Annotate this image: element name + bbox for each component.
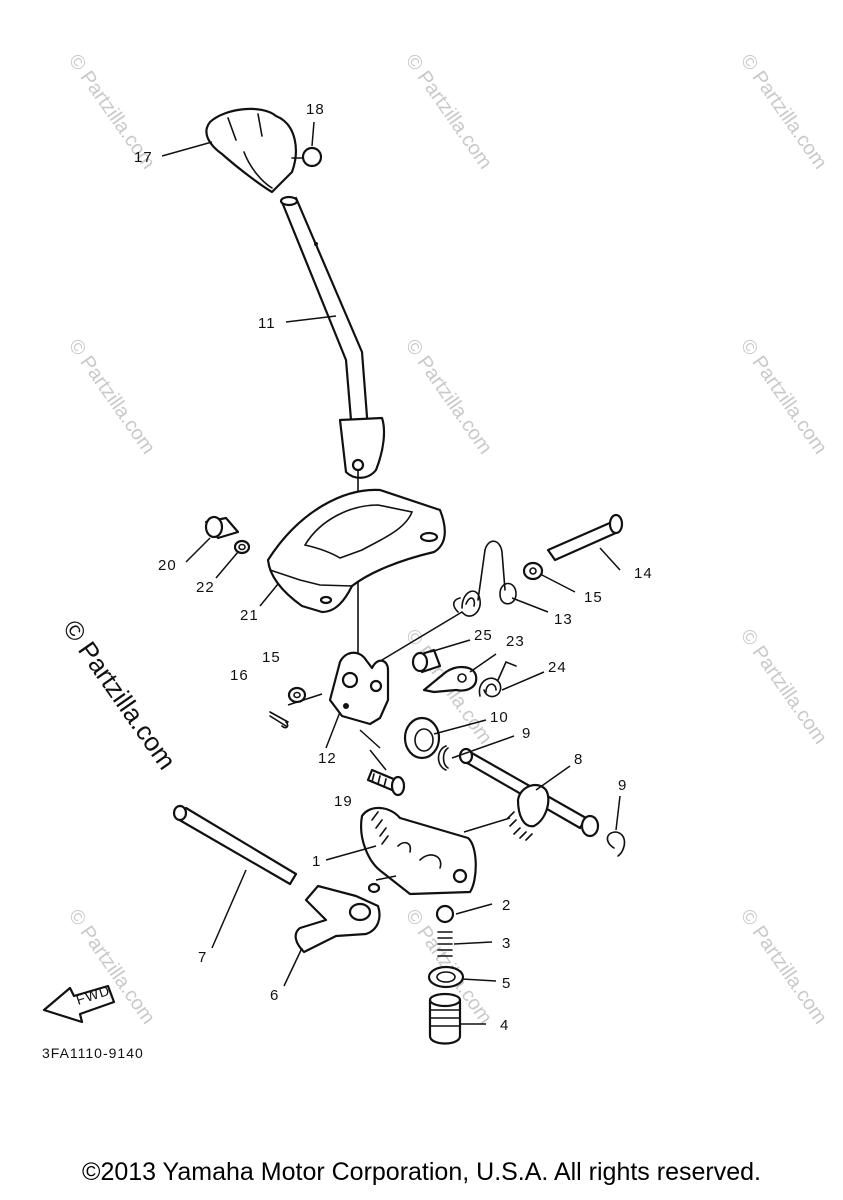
- watermark: © Partzilla.com: [401, 50, 496, 173]
- part-13-spring: [452, 540, 517, 617]
- part-6-shift-fork: [294, 882, 381, 954]
- watermark: © Partzilla.com: [401, 335, 496, 458]
- callout-labels: 17 18 11 20 22 21 14 15 13 25 23 24 15 1…: [134, 101, 653, 1034]
- part-21-shift-gate: [266, 488, 446, 614]
- callout-23: 23: [506, 633, 525, 650]
- callout-12: 12: [318, 750, 337, 767]
- callout-17: 17: [134, 149, 153, 166]
- part-23-plate: [422, 666, 478, 694]
- part-16-cotter-pin: [269, 711, 289, 729]
- callout-1: 1: [312, 853, 321, 870]
- callout-10: 10: [490, 709, 509, 726]
- callout-2: 2: [502, 897, 511, 914]
- callout-4: 4: [500, 1017, 509, 1034]
- callout-25: 25: [474, 627, 493, 644]
- part-15-washer: [522, 561, 544, 581]
- part-14-pin: [546, 513, 624, 562]
- part-18-bolt: [291, 146, 323, 168]
- part-3-spring: [437, 931, 453, 957]
- callout-9: 9: [522, 725, 531, 742]
- part-20-bolt: [204, 515, 240, 540]
- part-12-shift-arm: [328, 651, 390, 726]
- watermark: © Partzilla.com: [64, 335, 159, 458]
- callout-9: 9: [618, 777, 627, 794]
- watermark: © Partzilla.com: [736, 625, 831, 748]
- part-11-shift-lever: [279, 195, 386, 479]
- watermark: © Partzilla.com: [736, 905, 831, 1028]
- callout-24: 24: [548, 659, 567, 676]
- callout-7: 7: [198, 949, 207, 966]
- part-24-spring: [478, 660, 517, 698]
- part-9-circlip: [437, 745, 449, 771]
- copyright-notice: ©2013 Yamaha Motor Corporation, U.S.A. A…: [82, 1158, 761, 1186]
- watermark: © Partzilla.com: [736, 50, 831, 173]
- part-17-knob: [205, 107, 297, 194]
- part-8-shift-shaft: [458, 747, 600, 841]
- callout-21: 21: [240, 607, 259, 624]
- callout-8: 8: [574, 751, 583, 768]
- leader-lines: [161, 121, 621, 1025]
- part-5-gasket: [427, 965, 465, 989]
- callout-18: 18: [306, 101, 325, 118]
- callout-15: 15: [584, 589, 603, 606]
- callout-22: 22: [196, 579, 215, 596]
- part-19-bolt: [366, 768, 406, 797]
- part-10-oil-seal: [403, 716, 441, 760]
- callout-16: 16: [230, 667, 249, 684]
- part-1-shift-drum: [360, 806, 477, 896]
- fwd-arrow-icon: FWD: [42, 982, 116, 1024]
- callout-13: 13: [554, 611, 573, 628]
- part-25-bolt: [411, 648, 442, 674]
- callout-19: 19: [334, 793, 353, 810]
- part-7-fork-shaft: [172, 804, 298, 886]
- callout-11: 11: [258, 315, 276, 332]
- callout-3: 3: [502, 935, 511, 952]
- callout-5: 5: [502, 975, 511, 992]
- callout-14: 14: [634, 565, 653, 582]
- part-2-ball: [435, 904, 455, 924]
- callout-15: 15: [262, 649, 281, 666]
- part-9-circlip-right: [606, 831, 626, 857]
- callout-20: 20: [158, 557, 177, 574]
- diagram-code: 3FA1110-9140: [42, 1045, 144, 1061]
- part-4-plug: [428, 992, 462, 1045]
- part-22-washer: [233, 539, 251, 555]
- watermark-side: © Partzilla.com: [57, 614, 182, 775]
- watermark: © Partzilla.com: [736, 335, 831, 458]
- callout-6: 6: [270, 987, 279, 1004]
